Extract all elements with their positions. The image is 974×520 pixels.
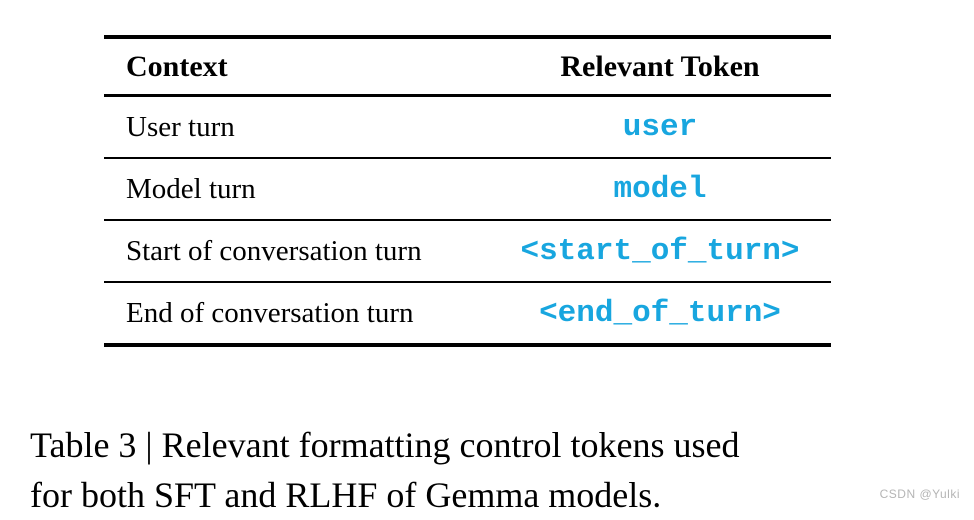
token-cell: user bbox=[488, 95, 831, 159]
caption-line-2: for both SFT and RLHF of Gemma models. bbox=[30, 475, 662, 515]
column-header-context: Context bbox=[104, 37, 489, 97]
table-row: End of conversation turn <end_of_turn> bbox=[104, 282, 831, 345]
context-cell: End of conversation turn bbox=[126, 296, 414, 329]
token-cell: <start_of_turn> bbox=[488, 220, 831, 283]
table-caption: Table 3 | Relevant formatting control to… bbox=[30, 420, 940, 520]
table-row: User turn user bbox=[104, 95, 831, 159]
table-row: Model turn model bbox=[104, 158, 831, 221]
context-cell: User turn bbox=[104, 95, 489, 159]
token-cell: model bbox=[488, 158, 831, 221]
watermark: CSDN @Yulki bbox=[879, 487, 960, 501]
caption-line-1: Table 3 | Relevant formatting control to… bbox=[30, 425, 740, 465]
table-header: Context Relevant Token bbox=[104, 37, 831, 97]
context-cell: Start of conversation turn bbox=[104, 220, 489, 283]
control-tokens-table: Context Relevant Token User turn user Mo… bbox=[104, 35, 831, 347]
header-row: Context Relevant Token bbox=[104, 37, 831, 97]
table-row: Start of conversation turn <start_of_tur… bbox=[104, 220, 831, 283]
table-body: User turn user Model turn model Start of… bbox=[104, 95, 831, 346]
column-header-relevant-token: Relevant Token bbox=[488, 37, 831, 97]
token-cell: <end_of_turn> bbox=[539, 295, 781, 331]
context-cell: Model turn bbox=[104, 158, 489, 221]
